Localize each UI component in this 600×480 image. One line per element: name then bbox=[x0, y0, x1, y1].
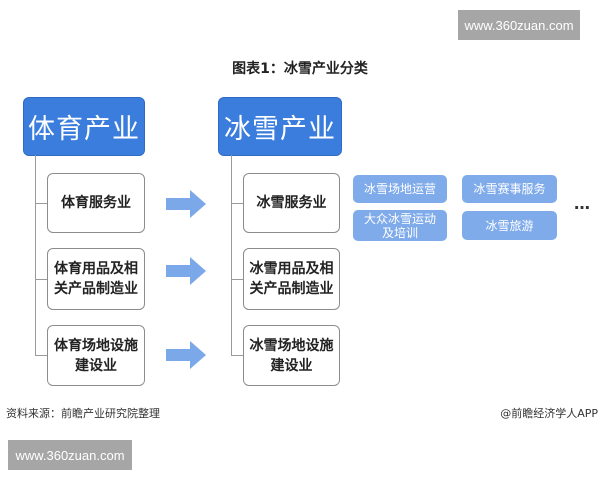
chip-text-line2: 及培训 bbox=[381, 225, 418, 240]
chip-public-sports-training: 大众冰雪运动 及培训 bbox=[353, 210, 447, 241]
box-text-line1: 冰雪用品及相 bbox=[249, 261, 334, 277]
chip-text: 冰雪场地运营 bbox=[363, 182, 436, 196]
box-text-line2: 建设业 bbox=[270, 357, 313, 374]
left-branch-2 bbox=[35, 279, 47, 280]
box-text: 体育服务业 bbox=[61, 195, 131, 211]
diagram-title: 图表1：冰雪产业分类 bbox=[232, 61, 368, 77]
box-text-line2: 关产品制造业 bbox=[54, 281, 138, 297]
box-text-line1: 体育用品及相 bbox=[54, 261, 138, 277]
sports-goods-box: 体育用品及相 关产品制造业 bbox=[47, 248, 145, 310]
right-branch-3 bbox=[231, 355, 243, 356]
watermark-bottom-left: www.360zuan.com bbox=[8, 440, 132, 470]
ice-snow-goods-box: 冰雪用品及相 关产品制造业 bbox=[243, 248, 340, 310]
sports-service-box: 体育服务业 bbox=[47, 173, 145, 233]
credit-note: @前瞻经济学人APP bbox=[500, 407, 598, 420]
chip-text: 冰雪旅游 bbox=[485, 218, 534, 233]
left-tree-line bbox=[35, 155, 36, 355]
chip-tourism: 冰雪旅游 bbox=[462, 211, 557, 240]
ice-snow-venue-box: 冰雪场地设施 建设业 bbox=[243, 325, 340, 386]
right-tree-line bbox=[231, 155, 232, 355]
left-branch-1 bbox=[35, 203, 47, 204]
source-note: 资料来源：前瞻产业研究院整理 bbox=[6, 407, 160, 420]
sports-venue-box: 体育场地设施 建设业 bbox=[47, 325, 145, 386]
box-text-line1: 冰雪场地设施 bbox=[249, 337, 334, 354]
chip-text: 冰雪赛事服务 bbox=[473, 182, 546, 196]
arrow-right-icon bbox=[166, 341, 206, 369]
box-text-line2: 建设业 bbox=[75, 357, 117, 374]
arrow-right-icon bbox=[166, 257, 206, 285]
sports-industry-header: 体育产业 bbox=[23, 97, 145, 156]
right-branch-1 bbox=[231, 203, 243, 204]
ice-snow-service-box: 冰雪服务业 bbox=[243, 173, 340, 233]
arrow-right-icon bbox=[166, 190, 206, 218]
box-text: 冰雪服务业 bbox=[256, 195, 327, 211]
left-branch-3 bbox=[35, 355, 47, 356]
box-text-line2: 关产品制造业 bbox=[249, 281, 334, 297]
watermark-top-right: www.360zuan.com bbox=[458, 10, 580, 40]
chip-text-line1: 大众冰雪运动 bbox=[363, 211, 436, 226]
chip-event-service: 冰雪赛事服务 bbox=[462, 175, 557, 203]
chip-venue-operation: 冰雪场地运营 bbox=[353, 175, 447, 203]
right-branch-2 bbox=[231, 279, 243, 280]
more-ellipsis: … bbox=[574, 194, 591, 213]
ice-snow-industry-header: 冰雪产业 bbox=[218, 97, 342, 156]
box-text-line1: 体育场地设施 bbox=[54, 337, 138, 354]
